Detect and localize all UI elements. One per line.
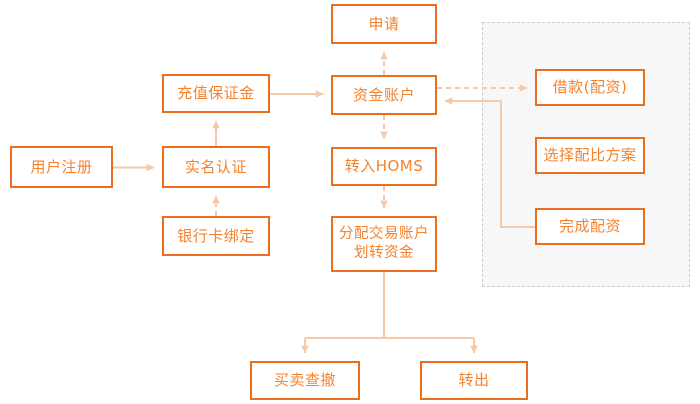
node-label: 用户注册 — [30, 157, 93, 176]
node-register[interactable]: 用户注册 — [10, 146, 113, 188]
node-label: 借款(配资) — [552, 78, 628, 97]
node-apply[interactable]: 申请 — [331, 4, 437, 44]
node-label: 完成配资 — [558, 217, 621, 236]
node-fund-account[interactable]: 资金账户 — [331, 75, 437, 115]
node-label: 买卖查撤 — [273, 371, 336, 390]
node-transfer-homs[interactable]: 转入HOMS — [331, 147, 437, 186]
node-label: 转出 — [458, 371, 490, 390]
node-realname[interactable]: 实名认证 — [162, 146, 270, 188]
node-label: 实名认证 — [184, 157, 247, 176]
node-deposit[interactable]: 充值保证金 — [162, 74, 270, 113]
node-bankcard[interactable]: 银行卡绑定 — [162, 216, 270, 256]
node-label: 分配交易账户 划转资金 — [339, 226, 429, 261]
node-label: 选择配比方案 — [543, 146, 637, 165]
node-label: 充值保证金 — [177, 84, 255, 103]
node-trade[interactable]: 买卖查撤 — [250, 361, 360, 400]
node-alloc-account[interactable]: 分配交易账户 划转资金 — [331, 216, 437, 272]
node-label: 申请 — [368, 14, 400, 33]
node-label: 资金账户 — [352, 85, 415, 104]
node-label: 银行卡绑定 — [177, 226, 255, 245]
node-ratio-plan[interactable]: 选择配比方案 — [535, 137, 645, 174]
edge-alloc-account-split — [301, 272, 478, 354]
node-finish[interactable]: 完成配资 — [535, 208, 645, 245]
node-label: 转入HOMS — [344, 157, 424, 176]
node-borrow[interactable]: 借款(配资) — [535, 69, 645, 106]
node-withdraw[interactable]: 转出 — [420, 361, 528, 400]
